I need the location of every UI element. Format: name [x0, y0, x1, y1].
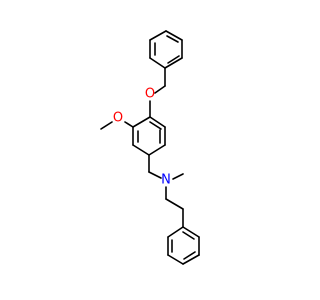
central-benzene-ring: [132, 100, 166, 156]
benzyloxy-oxygen-label: O: [145, 87, 155, 102]
molecule-structure: O O N: [100, 30, 200, 265]
benzyl-phenyl-ring: [149, 30, 183, 69]
amine-substituents: [165, 173, 184, 228]
amine-nitrogen-label: N: [161, 173, 171, 188]
methoxy-group: [100, 121, 134, 130]
benzylic-methylene: [148, 154, 162, 179]
methoxy-oxygen-label: O: [113, 111, 123, 126]
benzyloxy-linker: [154, 67, 166, 94]
phenethyl-phenyl-ring: [167, 226, 200, 265]
